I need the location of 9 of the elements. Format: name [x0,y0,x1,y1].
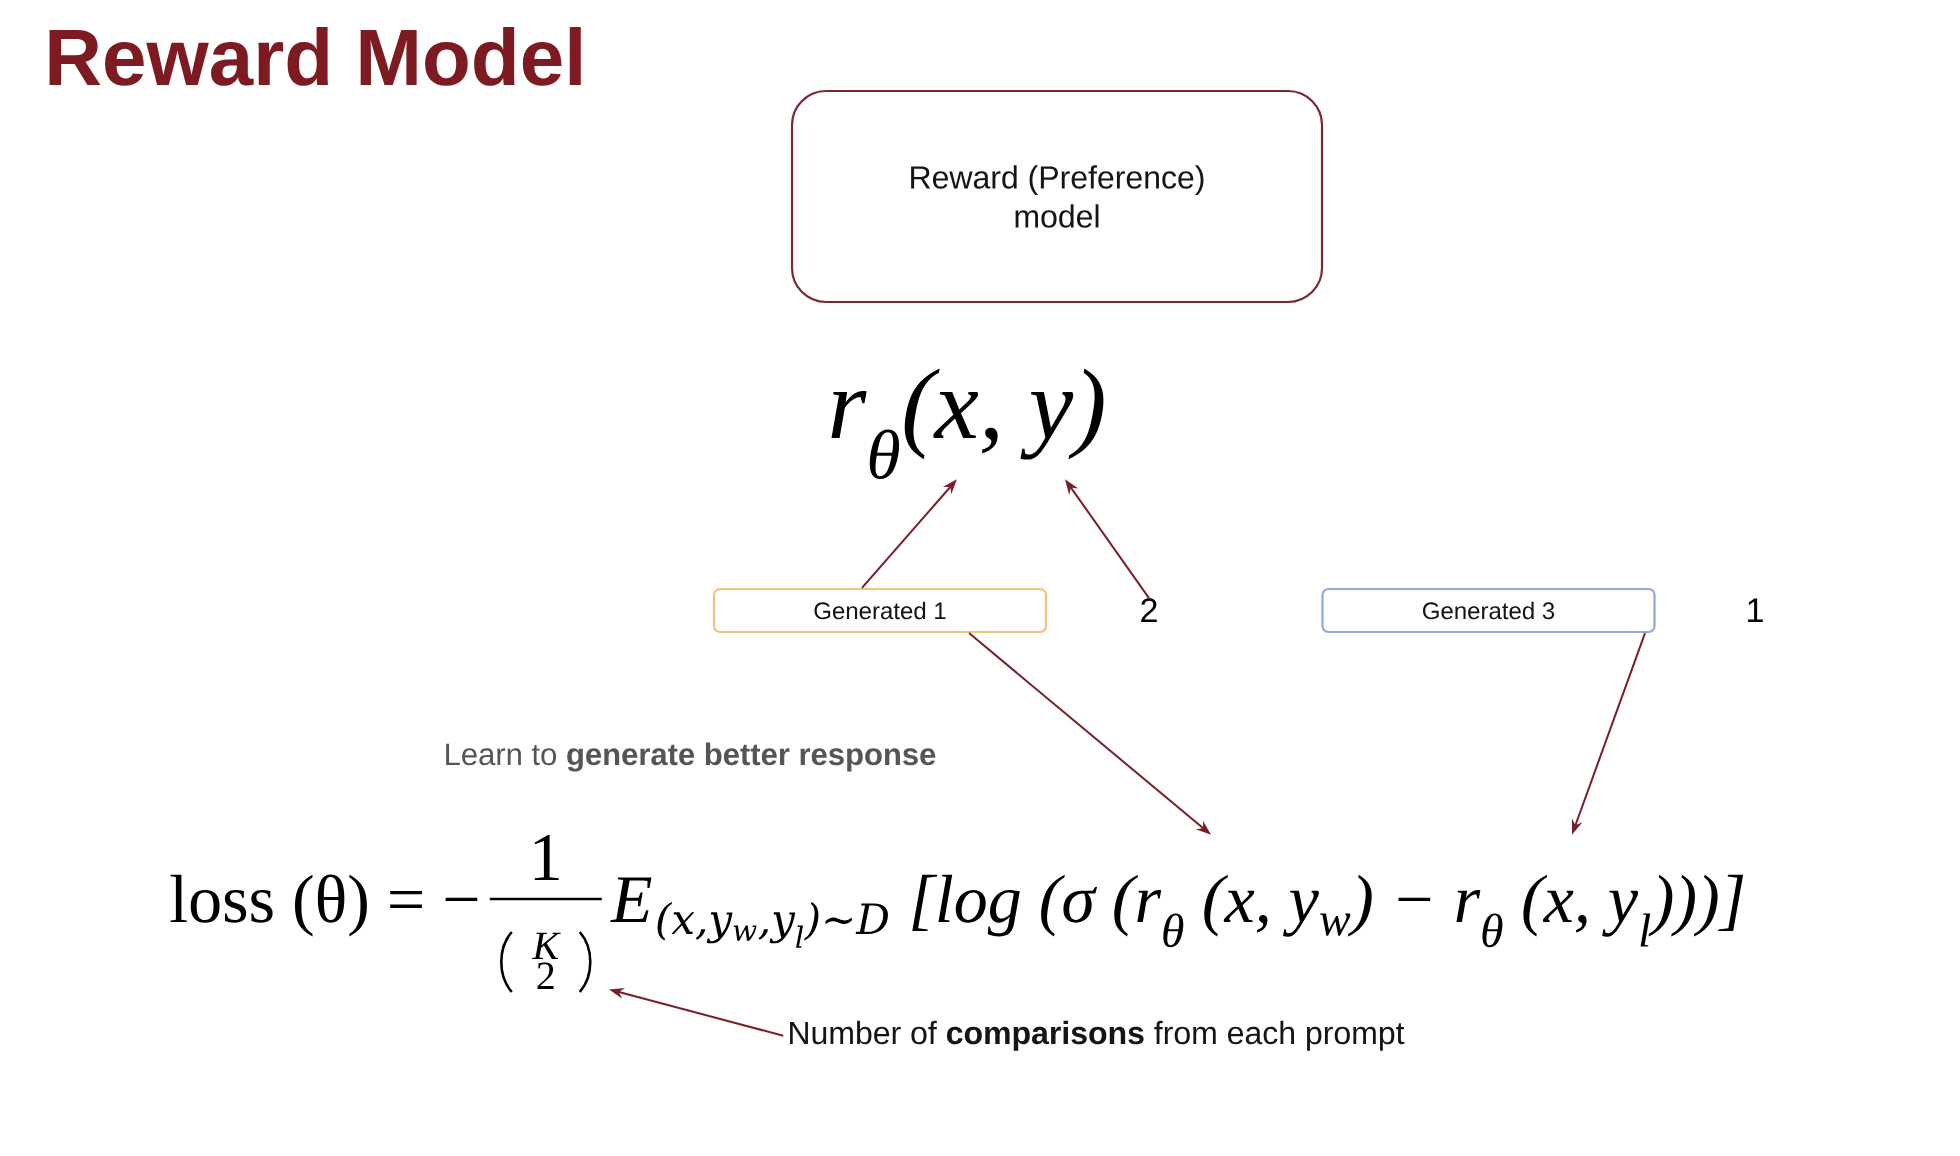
label-box: Generated 1 [712,587,1048,634]
label-box: Generated 3 [1321,587,1656,634]
formula: r$_{θ}$(x, y) [831,368,1104,480]
number-label: 2 [1141,598,1157,622]
note-text: Learn to generate better response [446,742,936,772]
process-box: Reward (Preference) model [790,89,1324,304]
title: Reward Model [49,27,581,86]
number-label: 1 [1748,598,1763,622]
note-text: Number of comparisons from each prompt [790,1020,1405,1051]
